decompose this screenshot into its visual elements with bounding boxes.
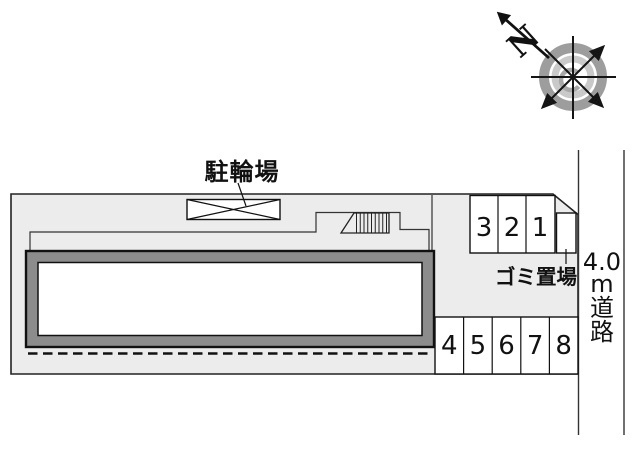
- compass-arrow-ne: [572, 44, 606, 78]
- north-label: N: [500, 17, 547, 65]
- bicycle-parking-leader-line: [237, 182, 247, 207]
- road-label-width: 4.0: [583, 248, 621, 276]
- parking-space-2: 2: [504, 213, 521, 243]
- parking-space-3: 3: [476, 213, 493, 243]
- bicycle-parking-cross: [186, 198, 281, 221]
- parking-row-top-dividers: [497, 195, 527, 253]
- parking-row-top-outline: [469, 194, 556, 254]
- road-label-unit: m: [590, 270, 613, 298]
- parking-row-bottom: 4 5 6 7 8: [434, 316, 579, 375]
- parking-space-4: 4: [441, 331, 458, 361]
- bicycle-parking-area: 駐輪場: [186, 158, 281, 221]
- parking-row-top: 3 2 1: [469, 194, 556, 254]
- road-label-kanji-1: 道: [590, 294, 614, 322]
- parking-space-7: 7: [527, 331, 544, 361]
- compass-arrow-sw: [540, 76, 574, 110]
- stairs: [339, 212, 390, 234]
- compass-spoke-nw: [544, 48, 574, 78]
- garbage-area-label: ゴミ置場: [495, 265, 577, 289]
- bicycle-parking-label: 駐輪場: [205, 158, 280, 186]
- compass-arrow-se: [572, 76, 605, 109]
- parking-row-bottom-dividers: [463, 317, 550, 374]
- garbage-area-box: [555, 212, 577, 254]
- stairs-outline: [339, 212, 390, 234]
- parking-space-6: 6: [498, 331, 515, 361]
- road-label-kanji-2: 路: [590, 318, 614, 346]
- parking-row-bottom-outline: [434, 316, 579, 375]
- parking-space-1: 1: [532, 213, 549, 243]
- compass-rose: N: [496, 11, 616, 119]
- north-arrow-head: [496, 11, 512, 26]
- garbage-area: ゴミ置場: [495, 212, 577, 289]
- building: [24, 249, 436, 349]
- building-interior: [37, 261, 423, 337]
- parking-space-5: 5: [470, 331, 487, 361]
- road-label: 4.0 m 道 路: [583, 248, 621, 346]
- north-arrow-shaft: [504, 17, 550, 60]
- parking-space-8: 8: [555, 331, 572, 361]
- stairs-hatch: [356, 213, 387, 233]
